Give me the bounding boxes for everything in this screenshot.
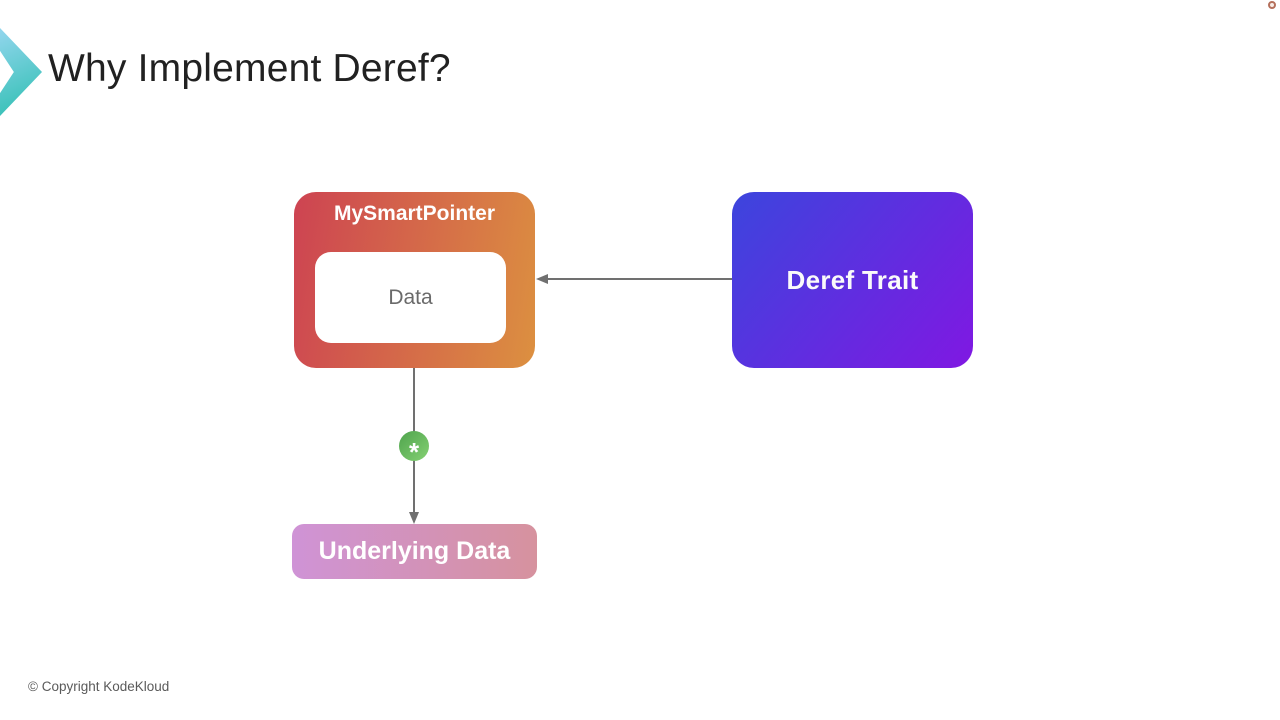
my-smart-pointer-box: MySmartPointer Data — [294, 192, 535, 368]
copyright-text: © Copyright KodeKloud — [28, 679, 170, 694]
data-label: Data — [388, 285, 433, 309]
deref-trait-box: Deref Trait — [732, 192, 973, 368]
data-box: Data — [315, 252, 506, 343]
underlying-data-box: Underlying Data — [292, 524, 537, 579]
deref-operator-badge: * — [399, 431, 429, 465]
arrow-deref-to-smartpointer — [536, 274, 732, 284]
page-title: Why Implement Deref? — [48, 47, 451, 90]
corner-decorative-dot — [1268, 1, 1276, 9]
deref-trait-label: Deref Trait — [786, 264, 919, 295]
underlying-data-label: Underlying Data — [318, 537, 511, 565]
kodekloud-chevron-logo — [0, 28, 42, 116]
my-smart-pointer-label: MySmartPointer — [333, 202, 496, 225]
